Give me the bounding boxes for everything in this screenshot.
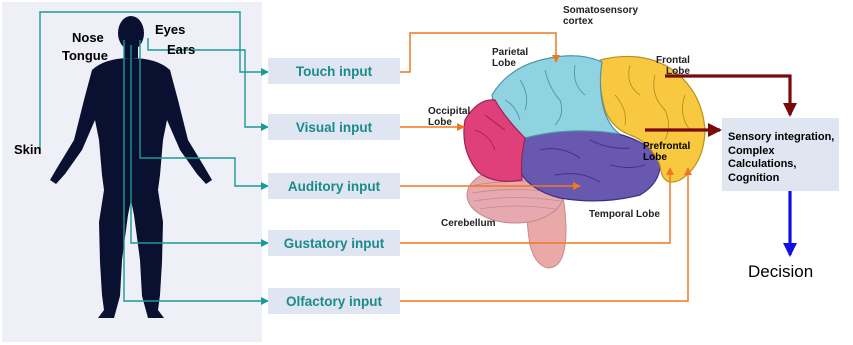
somatosensory-label: Somatosensory cortex <box>563 5 638 27</box>
auditory-input-box: Auditory input <box>268 173 400 199</box>
somatosensory-label-line2: cortex <box>563 16 638 27</box>
parietal-label-line1: Parietal <box>492 47 528 58</box>
parietal-label-line2: Lobe <box>492 58 528 69</box>
tongue-label: Tongue <box>62 48 108 63</box>
frontal-lobe-label: Frontal Lobe <box>652 55 690 77</box>
prefrontal-label-line2: Lobe <box>643 152 690 163</box>
integration-line1: Sensory integration, <box>728 131 839 145</box>
decision-label: Decision <box>748 262 813 282</box>
temporal-lobe <box>518 130 660 201</box>
occipital-label-line1: Occipital <box>428 106 470 117</box>
visual-input-box: Visual input <box>268 114 400 140</box>
integration-line3: Cognition <box>728 172 839 186</box>
gustatory-input-box: Gustatory input <box>268 230 400 256</box>
frontal-label-line2: Lobe <box>652 66 690 77</box>
skin-label: Skin <box>14 142 41 157</box>
ears-label: Ears <box>167 42 195 57</box>
prefrontal-lobe-label: Prefrontal Lobe <box>643 141 690 163</box>
temporal-lobe-label: Temporal Lobe <box>589 209 660 220</box>
occipital-lobe-label: Occipital Lobe <box>428 106 470 128</box>
prefrontal-label-line1: Prefrontal <box>643 141 690 152</box>
parietal-lobe-label: Parietal Lobe <box>492 47 528 69</box>
sensory-integration-box: Sensory integration, Complex Calculation… <box>722 118 839 191</box>
cerebellum-label: Cerebellum <box>441 218 495 229</box>
olfactory-input-box: Olfactory input <box>268 288 400 314</box>
frontal-label-line1: Frontal <box>652 55 690 66</box>
nose-label: Nose <box>72 30 104 45</box>
touch-input-box: Touch input <box>268 58 400 84</box>
integration-line2: Complex Calculations, <box>728 145 839 172</box>
eyes-label: Eyes <box>155 22 185 37</box>
somatosensory-label-line1: Somatosensory <box>563 5 638 16</box>
occipital-label-line2: Lobe <box>428 117 470 128</box>
